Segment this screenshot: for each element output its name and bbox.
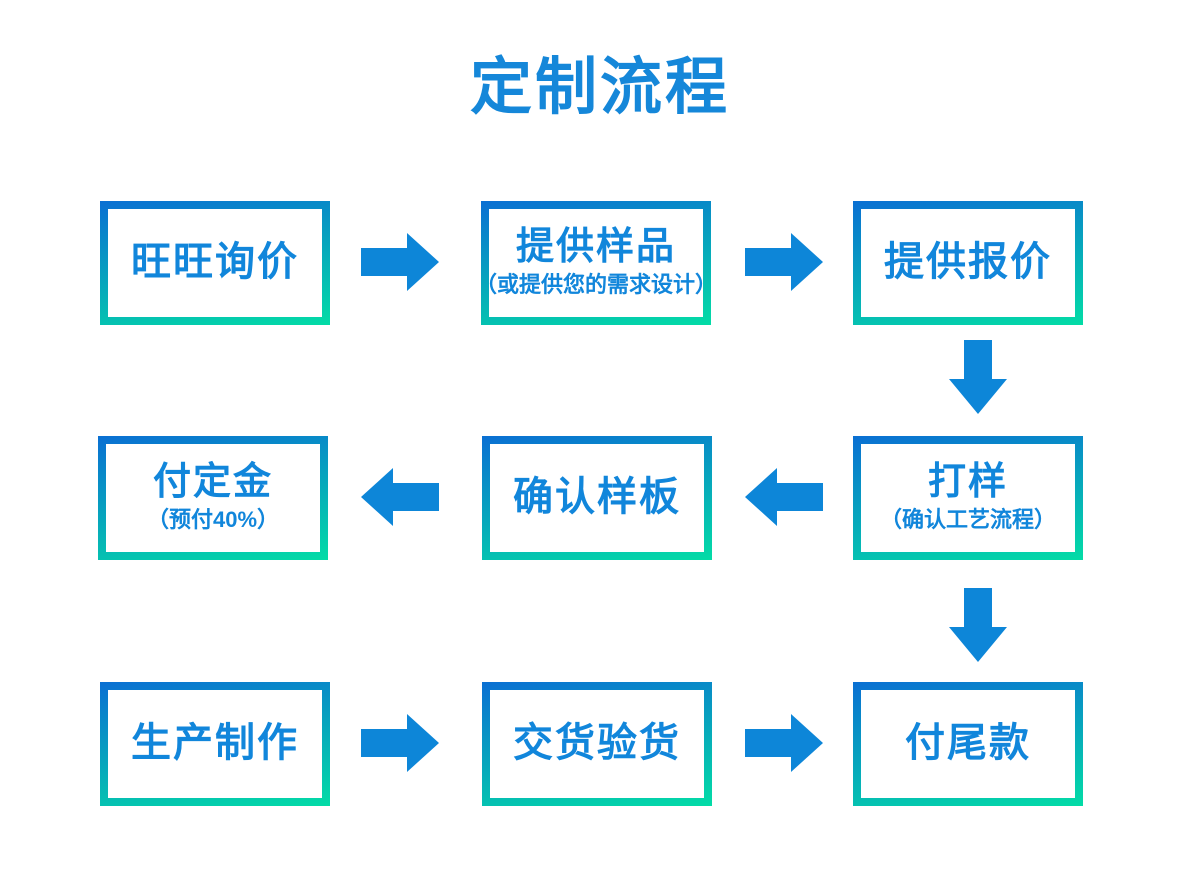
flow-node-pay-deposit: 付定金 （预付40%） bbox=[98, 436, 328, 560]
flow-node-label: 确认样板 bbox=[513, 475, 681, 520]
flow-node-label: 打样 bbox=[927, 461, 1008, 504]
arrow-right-icon bbox=[361, 233, 439, 291]
flow-node-label: 提供报价 bbox=[884, 240, 1052, 285]
page-title: 定制流程 bbox=[469, 53, 730, 122]
arrow-down-icon bbox=[949, 588, 1007, 662]
flow-node-provide-sample: 提供样品 （或提供您的需求设计） bbox=[475, 201, 717, 325]
flow-node-body: 旺旺询价 bbox=[108, 209, 322, 317]
flow-node-body: 提供样品 （或提供您的需求设计） bbox=[475, 209, 717, 317]
arrow-right-icon bbox=[745, 233, 823, 291]
flow-node-pay-balance: 付尾款 bbox=[853, 682, 1083, 806]
flow-node-label: 付定金 bbox=[152, 461, 273, 504]
flow-node-body: 提供报价 bbox=[861, 209, 1075, 317]
flow-node-label: 交货验货 bbox=[513, 721, 681, 766]
flow-node-body: 打样 （确认工艺流程） bbox=[861, 444, 1075, 552]
arrow-right-icon bbox=[745, 714, 823, 772]
flow-node-sublabel: （或提供您的需求设计） bbox=[475, 272, 718, 298]
flow-node-body: 交货验货 bbox=[490, 690, 704, 798]
flow-node-sublabel: （确认工艺流程） bbox=[879, 507, 1056, 533]
flow-node-body: 付尾款 bbox=[861, 690, 1075, 798]
arrow-left-icon bbox=[361, 468, 439, 526]
flow-node-confirm-sample: 确认样板 bbox=[482, 436, 712, 560]
flow-node-label: 旺旺询价 bbox=[131, 240, 299, 285]
flow-node-delivery-inspection: 交货验货 bbox=[482, 682, 712, 806]
flow-node-sampling: 打样 （确认工艺流程） bbox=[853, 436, 1083, 560]
flow-node-body: 付定金 （预付40%） bbox=[106, 444, 320, 552]
flow-node-body: 确认样板 bbox=[490, 444, 704, 552]
flow-node-provide-quote: 提供报价 bbox=[853, 201, 1083, 325]
flow-node-sublabel: （预付40%） bbox=[146, 507, 280, 533]
flow-node-wangwang-inquiry: 旺旺询价 bbox=[100, 201, 330, 325]
arrow-down-icon bbox=[949, 340, 1007, 414]
flow-node-production: 生产制作 bbox=[100, 682, 330, 806]
flow-node-label: 付尾款 bbox=[905, 721, 1031, 766]
flow-node-body: 生产制作 bbox=[108, 690, 322, 798]
arrow-left-icon bbox=[745, 468, 823, 526]
arrow-right-icon bbox=[361, 714, 439, 772]
flow-node-label: 提供样品 bbox=[515, 226, 676, 269]
flow-node-label: 生产制作 bbox=[131, 721, 299, 766]
